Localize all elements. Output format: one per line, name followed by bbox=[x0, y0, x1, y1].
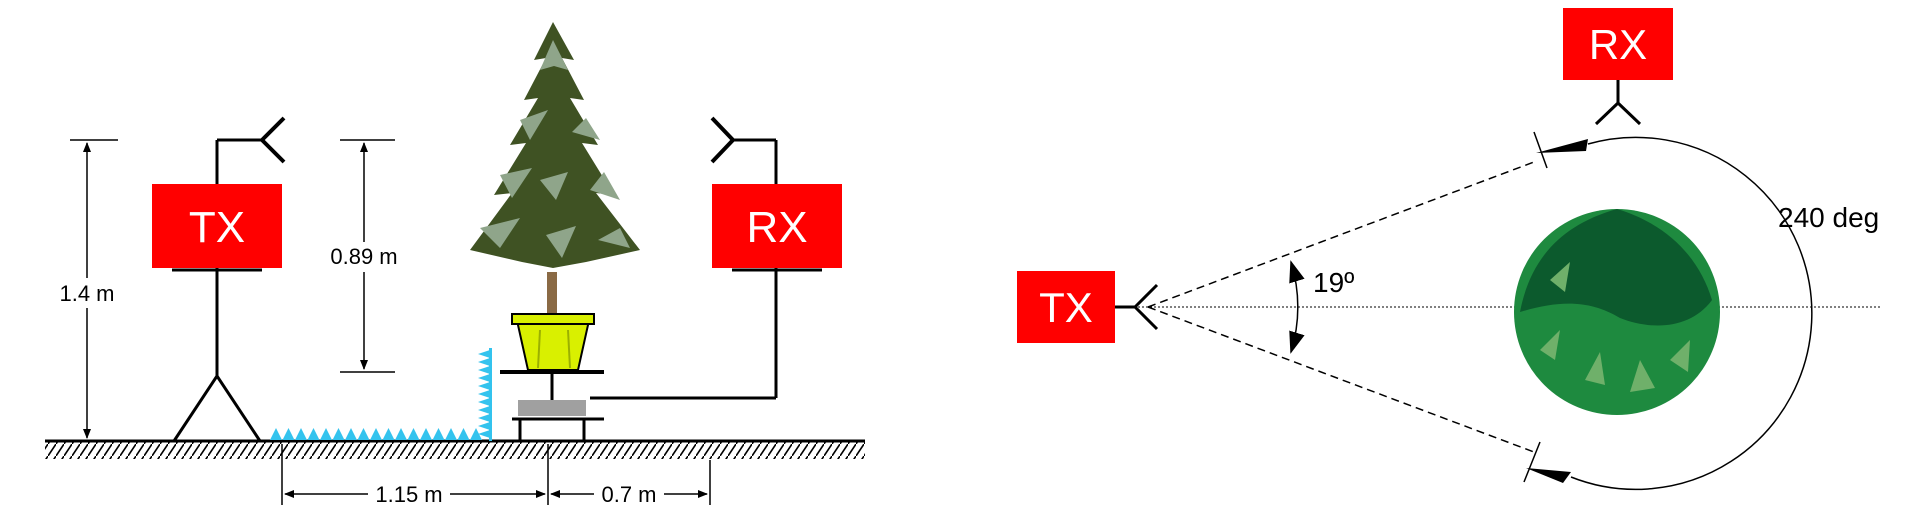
absorber-cone bbox=[478, 422, 490, 430]
absorber-cone bbox=[395, 428, 407, 440]
sweep-arrow-start-icon bbox=[1536, 139, 1588, 153]
beam-angle-indicator: 19º bbox=[1289, 260, 1354, 354]
sweep-arrow-end-icon bbox=[1526, 468, 1571, 483]
rx-label: RX bbox=[746, 203, 807, 252]
distance-tx-tree-label: 1.15 m bbox=[375, 482, 442, 507]
distance-dimension-tx-tree: 1.15 m bbox=[281, 444, 549, 508]
tree-top-view-icon bbox=[1514, 209, 1720, 415]
absorber-cone bbox=[307, 428, 320, 440]
absorber-cone bbox=[478, 350, 490, 358]
tx-antenna-icon bbox=[260, 116, 286, 164]
tree-icon bbox=[470, 22, 640, 322]
top-tx-label: TX bbox=[1039, 284, 1093, 331]
top-view: 19º 240 deg TX bbox=[1017, 8, 1880, 491]
absorber-cone bbox=[332, 428, 345, 440]
absorber-cone bbox=[478, 430, 490, 438]
top-rx-antenna-icon bbox=[1594, 80, 1642, 126]
top-tx-box: TX bbox=[1017, 271, 1115, 343]
absorber-cone bbox=[478, 406, 490, 414]
absorber-cone bbox=[345, 428, 357, 440]
absorber-cone bbox=[382, 428, 395, 440]
pot bbox=[511, 313, 595, 371]
tx-box: TX bbox=[152, 184, 282, 272]
height-dimension-tree: 0.89 m bbox=[322, 139, 406, 373]
absorber-cone bbox=[432, 428, 445, 440]
top-rx-label: RX bbox=[1589, 21, 1647, 68]
tx-stand bbox=[172, 138, 262, 442]
ground bbox=[45, 439, 865, 459]
absorber-cone bbox=[478, 382, 490, 390]
absorber-cone bbox=[478, 358, 490, 366]
absorber-cone bbox=[478, 398, 490, 406]
platform bbox=[500, 370, 604, 441]
absorber-cone bbox=[457, 428, 470, 440]
rotation-sweep-indicator: 240 deg bbox=[1523, 131, 1879, 491]
absorber-cone bbox=[478, 414, 490, 422]
rx-box: RX bbox=[712, 184, 842, 272]
absorber-cone bbox=[478, 374, 490, 382]
tx-label: TX bbox=[189, 203, 245, 252]
absorber-cone bbox=[478, 390, 490, 398]
absorber-cone bbox=[478, 366, 490, 374]
distance-tree-rx-label: 0.7 m bbox=[601, 482, 656, 507]
absorber-cone bbox=[320, 428, 332, 440]
absorber-cone bbox=[282, 428, 295, 440]
distance-dimension-tree-rx: 0.7 m bbox=[550, 460, 711, 508]
absorber-cone bbox=[270, 428, 282, 440]
sweep-angle-label: 240 deg bbox=[1778, 202, 1879, 233]
absorber-strip bbox=[270, 348, 492, 441]
absorber-cone bbox=[407, 428, 420, 440]
beam-edges bbox=[1147, 161, 1535, 453]
absorber-cone bbox=[370, 428, 382, 440]
rx-antenna-icon bbox=[710, 116, 735, 164]
height-tree-label: 0.89 m bbox=[330, 244, 397, 269]
absorber-wall bbox=[489, 348, 492, 441]
absorber-cone bbox=[420, 428, 432, 440]
absorber-cone bbox=[445, 428, 457, 440]
beam-angle-label: 19º bbox=[1313, 267, 1354, 298]
absorber-cone bbox=[295, 428, 307, 440]
height-tx-label: 1.4 m bbox=[59, 281, 114, 306]
rx-stand bbox=[590, 138, 778, 400]
height-dimension-tx: 1.4 m bbox=[52, 139, 122, 439]
absorber-cone bbox=[470, 428, 482, 440]
top-tx-antenna-icon bbox=[1115, 283, 1159, 331]
absorber-cone bbox=[357, 428, 370, 440]
top-rx-box: RX bbox=[1563, 8, 1673, 80]
side-view: TX 1.4 m 0.89 m bbox=[45, 22, 865, 508]
